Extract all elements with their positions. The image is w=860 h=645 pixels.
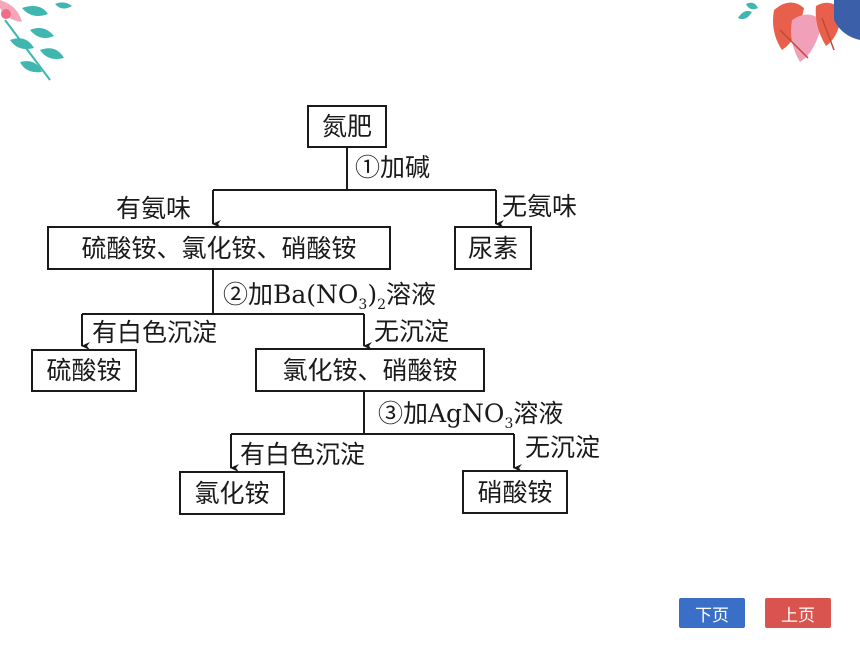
label-white-precipitate-1: 有白色沉淀: [92, 318, 218, 347]
box-urea: 尿素: [454, 226, 532, 270]
previous-page-button[interactable]: 上页: [765, 598, 831, 628]
label-white-precipitate-2: 有白色沉淀: [240, 440, 366, 469]
box-ammonium-salts: 硫酸铵、氯化铵、硝酸铵: [47, 226, 391, 270]
box-nitrogen-fertilizer: 氮肥: [307, 105, 387, 148]
box-ammonium-nitrate: 硝酸铵: [462, 470, 568, 514]
label-has-ammonia-smell: 有氨味: [116, 194, 192, 223]
label-no-precipitate-1: 无沉淀: [374, 317, 450, 346]
top-left-foliage-decoration: [0, 0, 72, 81]
label-step2-add-barium-nitrate: ②加Ba(NO3)2溶液: [223, 280, 437, 313]
label-step3-add-silver-nitrate: ③加AgNO3溶液: [378, 399, 564, 432]
next-page-button[interactable]: 下页: [679, 598, 745, 628]
box-chloride-nitrate: 氯化铵、硝酸铵: [255, 348, 485, 392]
label-step1-add-base: ①加碱: [355, 153, 431, 182]
label-no-ammonia-smell: 无氨味: [502, 192, 578, 221]
box-ammonium-chloride: 氯化铵: [179, 471, 285, 515]
box-ammonium-sulfate: 硫酸铵: [31, 349, 137, 392]
top-right-foliage-decoration: [738, 0, 860, 62]
label-no-precipitate-2: 无沉淀: [525, 433, 601, 462]
